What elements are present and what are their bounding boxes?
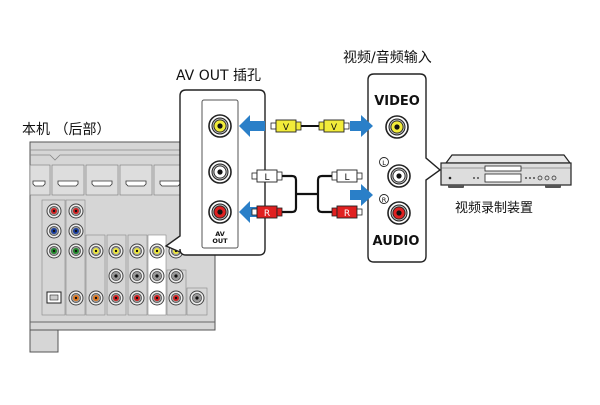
av-input-title: 视频/音频输入 [343,49,432,66]
input-left-jack [387,164,411,188]
left-plug-label-2: L [344,173,349,183]
audio-jacks [46,268,205,306]
av-out-panel-label-av: AV [215,230,225,238]
component-jacks [46,203,84,259]
audio-label: AUDIO [373,234,420,249]
right-plug-label-2: R [344,209,350,219]
video-recorder-device [440,154,572,188]
video-plug-label-2: V [331,123,338,133]
input-right-jack [387,201,411,225]
video-label: VIDEO [374,94,420,109]
av-out-right-jack [208,200,232,224]
video-cable: V V [270,119,350,133]
hdmi-ports [29,164,187,196]
left-channel-mark: L [382,159,386,167]
arrow-left-icon [239,115,265,137]
av-out-callout: AV OUT [164,89,266,256]
av-out-video-jack [208,114,232,138]
av-out-jack-title: AV OUT 插孔 [176,68,261,84]
arrow-right-icon [350,115,373,137]
right-channel-mark: R [382,196,387,204]
receiver-rear-panel [29,141,216,353]
left-plug-label: L [264,173,269,183]
av-input-callout: VIDEO L R AUDIO [367,73,442,263]
input-video-jack [385,115,409,139]
arrow-right-icon [350,184,373,206]
unit-rear-label: 本机 （后部） [22,122,110,138]
av-out-panel-label-out: OUT [212,237,228,245]
right-plug-label: R [264,209,270,219]
recorder-label: 视频录制装置 [455,201,533,216]
video-plug-label: V [283,123,290,133]
audio-cable: L R L R [251,169,363,219]
av-out-left-jack [208,160,232,184]
